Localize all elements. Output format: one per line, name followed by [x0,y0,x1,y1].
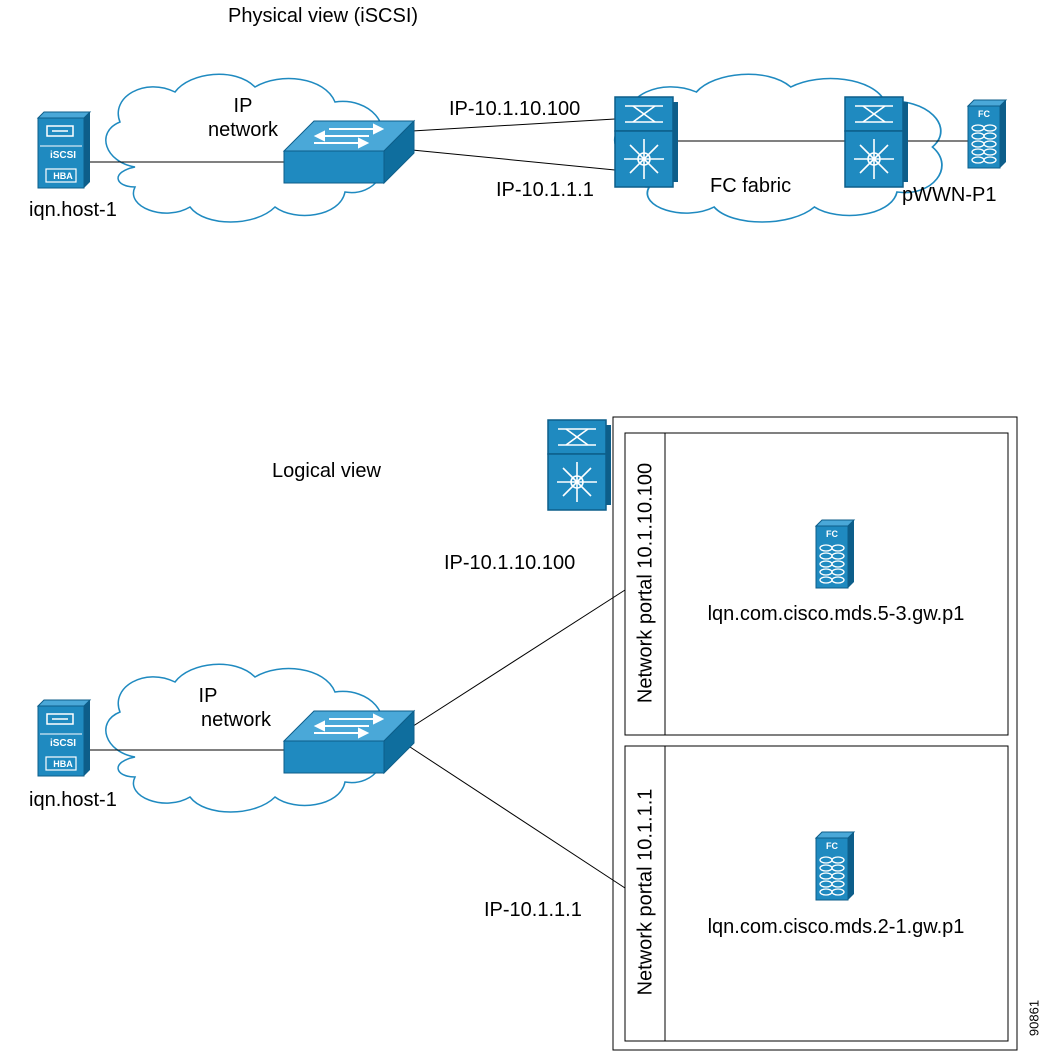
link-logical-switch-to-portal-upper [406,589,626,731]
logical-ip-upper-label: IP-10.1.10.100 [444,552,576,574]
figure-id: 90861 [1026,999,1042,1037]
link-switch-to-mds1-lower [411,149,616,171]
logical-host-label: iqn.host-1 [29,789,117,811]
physical-storage-badge: FC [978,109,990,119]
logical-gateway-outer-box [612,416,1018,1051]
physical-ip-lower-label: IP-10.1.1.1 [496,179,594,201]
physical-host-badge-bottom: HBA [53,171,73,181]
logical-view-title: Logical view [272,460,381,482]
link-switch-to-mds1-upper [411,118,616,132]
logical-host-badge-top: iSCSI [49,738,77,749]
logical-storage-lower-badge: FC [826,841,838,851]
physical-host-badge-top: iSCSI [49,150,77,161]
physical-ip-upper-label: IP-10.1.10.100 [449,98,581,120]
logical-storage-upper-badge: FC [826,529,838,539]
physical-host-label: iqn.host-1 [29,199,117,221]
logical-ip-lower-label: IP-10.1.1.1 [484,899,582,921]
logical-ip-network-label-line1: IP [198,685,218,707]
link-logical-switch-to-portal-lower [406,744,626,889]
physical-mds-switch-2 [844,96,909,188]
portal-lower-label: Network portal 10.1.1.1 [634,788,657,996]
logical-mds-switch [547,419,612,511]
portal-box-upper [624,432,1009,736]
target-upper-label: lqn.com.cisco.mds.5-3.gw.p1 [707,603,965,625]
target-lower-label: lqn.com.cisco.mds.2-1.gw.p1 [707,916,965,938]
portal-upper-label: Network portal 10.1.10.100 [634,462,657,704]
logical-host-badge-bottom: HBA [53,759,73,769]
physical-mds-switch-1 [614,96,679,188]
physical-storage-label: pWWN-P1 [902,184,997,206]
physical-ip-network-label-line1: IP [233,95,253,117]
physical-ip-network-label-line2: network [207,119,279,141]
physical-links [84,118,968,171]
logical-links [84,589,626,889]
logical-ip-network-label-line2: network [200,709,272,731]
physical-view-title: Physical view (iSCSI) [228,5,419,27]
portal-box-lower [624,745,1009,1042]
physical-fc-fabric-label: FC fabric [710,175,792,197]
